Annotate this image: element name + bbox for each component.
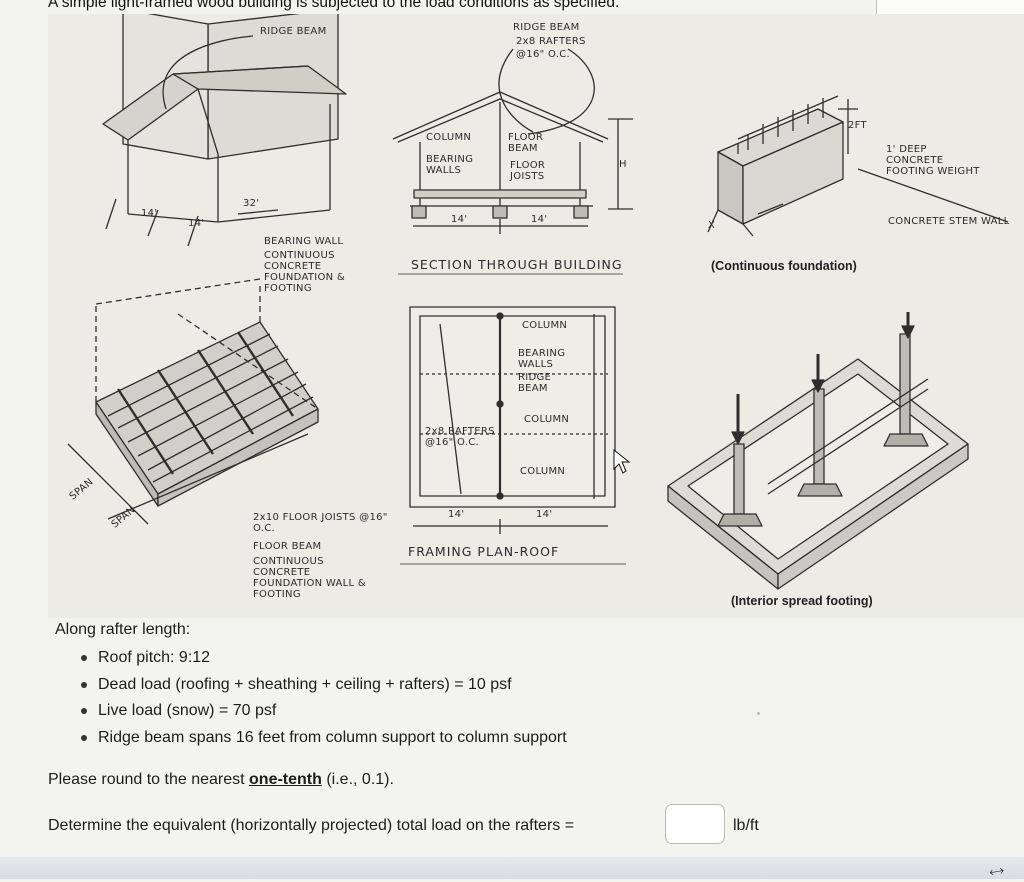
foundation-stem-wall-label: CONCRETE STEM WALL (888, 216, 1010, 227)
interior-footing-caption: (Interior spread footing) (731, 594, 873, 608)
section-floor-beam-label: FLOOR BEAM (508, 132, 544, 154)
plan-dim-a: 14' (448, 509, 465, 520)
plan-rafters: 2x8 RAFTERS @16" O.C. (425, 426, 495, 448)
floor-joists-label: 2x10 FLOOR JOISTS @16" O.C. (253, 512, 388, 534)
isometric-house (102, 14, 347, 247)
answer-input[interactable] (665, 804, 725, 844)
unit-label: lb/ft (733, 817, 759, 834)
plan-ridge-beam: RIDGE BEAM (518, 372, 552, 394)
along-rafter-label: Along rafter length: (55, 621, 191, 638)
list-item: Roof pitch: 9:12 (48, 648, 567, 675)
plan-bearing-walls: BEARING WALLS (518, 348, 566, 370)
load-conditions-list: Roof pitch: 9:12 Dead load (roofing + sh… (48, 648, 567, 754)
floor-framing-drawing (67, 278, 319, 525)
rounding-instruction: Please round to the nearest one-tenth (i… (48, 771, 394, 788)
bottom-bar: ⤢ (0, 857, 1024, 881)
floor-foundation-label: CONTINUOUS CONCRETE FOUNDATION WALL & FO… (253, 556, 367, 600)
list-item: Live load (snow) = 70 psf (48, 701, 567, 728)
iso-dim-c: 32' (243, 198, 260, 209)
question-title: A simple light-framed wood building is s… (48, 0, 620, 11)
stray-mark (757, 712, 760, 715)
section-rafters-label: 2x8 RAFTERS (516, 36, 586, 47)
section-dim-right: 14' (531, 214, 548, 225)
bullet-icon (81, 708, 87, 714)
section-column-label: COLUMN (426, 132, 472, 143)
mouse-cursor-icon (613, 448, 631, 474)
section-bearing-walls-label: BEARING WALLS (426, 154, 474, 176)
section-ridge-beam-label: RIDGE BEAM (513, 22, 580, 33)
continuous-foundation-caption: (Continuous foundation) (711, 259, 857, 273)
iso-dim-b: 14' (188, 218, 205, 229)
section-spacing-label: @16" O.C. (516, 49, 571, 60)
framing-plan-drawing (400, 306, 626, 565)
section-drawing (392, 48, 633, 275)
bullet-icon (81, 681, 87, 688)
plan-column-top: COLUMN (522, 320, 568, 331)
bullet-icon (81, 734, 87, 741)
plan-column-low: COLUMN (520, 466, 566, 477)
foundation-x-label: X (708, 220, 716, 231)
figure-panel: RIDGE BEAM 14' 14' 32' BEARING WALL CONT… (48, 14, 1024, 618)
rounding-emphasis: one-tenth (249, 771, 322, 788)
plan-title: FRAMING PLAN-ROOF (408, 544, 560, 559)
foundation-2ft-label: 2FT (848, 120, 867, 131)
determine-question: Determine the equivalent (horizontally p… (48, 817, 575, 834)
top-input-box[interactable] (876, 0, 1024, 15)
iso-dim-a: 14' (141, 208, 158, 219)
spread-footing-drawing (667, 312, 969, 590)
list-item: Ridge beam spans 16 feet from column sup… (48, 728, 567, 755)
plan-column-mid: COLUMN (524, 414, 570, 425)
section-title: SECTION THROUGH BUILDING (411, 257, 623, 272)
list-item: Dead load (roofing + sheathing + ceiling… (48, 675, 567, 702)
iso-bearing-wall-label: BEARING WALL (264, 236, 344, 247)
bullet-icon (81, 655, 87, 661)
foundation-footing-label: 1' DEEP CONCRETE FOOTING WEIGHT (886, 144, 980, 177)
iso-foundation-label: CONTINUOUS CONCRETE FOUNDATION & FOOTING (264, 250, 345, 294)
structural-drawings (67, 14, 1009, 590)
iso-ridge-beam-label: RIDGE BEAM (260, 26, 327, 37)
section-floor-joists-label: FLOOR JOISTS (510, 160, 546, 182)
continuous-foundation-drawing (707, 95, 1009, 237)
section-h-label: H (619, 159, 627, 170)
section-dim-left: 14' (451, 214, 468, 225)
plan-dim-b: 14' (536, 509, 553, 520)
floor-beam-label: FLOOR BEAM (253, 541, 322, 552)
